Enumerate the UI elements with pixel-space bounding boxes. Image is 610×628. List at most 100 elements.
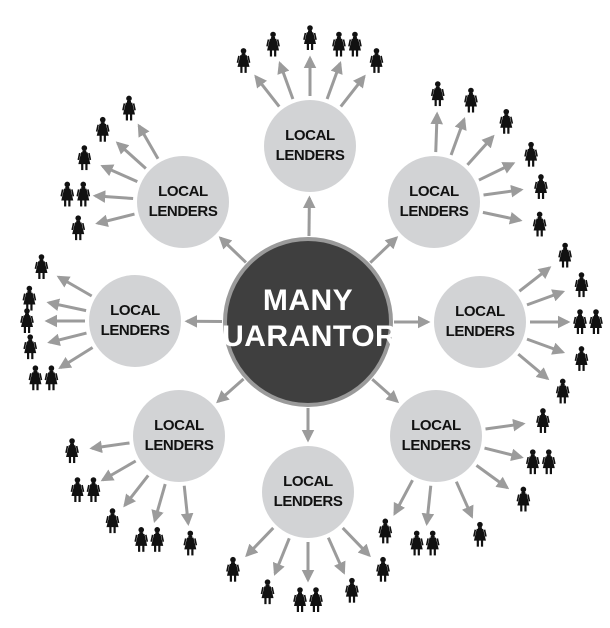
arrow-icon xyxy=(371,378,400,404)
person-icon xyxy=(76,181,91,207)
lender-circle xyxy=(262,446,354,538)
person-icon xyxy=(105,508,120,534)
person-icon xyxy=(266,31,280,57)
arrow-icon xyxy=(449,116,467,156)
lender-label-line2: LENDERS xyxy=(274,493,343,510)
person-icon xyxy=(532,211,547,237)
arrow-icon xyxy=(115,141,147,170)
person-icon xyxy=(541,449,556,475)
lender-label-line1: LOCAL xyxy=(411,417,461,434)
lender-label-line1: LOCAL xyxy=(409,183,459,200)
lender-label-line1: LOCAL xyxy=(158,183,208,200)
arrow-icon xyxy=(421,485,435,527)
arrow-icon xyxy=(341,526,371,558)
lender-circle xyxy=(133,390,225,482)
arrow-icon xyxy=(393,479,414,516)
person-icon xyxy=(525,449,540,475)
lender-label-line1: LOCAL xyxy=(455,303,505,320)
arrow-icon xyxy=(484,446,524,461)
arrow-icon xyxy=(466,134,495,166)
local-lenders: LOCAL LENDERS LOCAL LENDERS LOCAL LENDER… xyxy=(89,100,526,538)
arrow-icon xyxy=(95,212,135,227)
person-icon xyxy=(65,438,79,464)
lender-label-line1: LOCAL xyxy=(283,473,333,490)
person-icon xyxy=(44,365,59,391)
arrow-icon xyxy=(92,190,134,203)
arrow-icon xyxy=(89,440,130,454)
person-icon xyxy=(348,31,362,57)
person-icon xyxy=(534,174,548,199)
lender-label-line2: LENDERS xyxy=(446,323,515,340)
person-icon xyxy=(70,477,85,502)
lender-label-line2: LENDERS xyxy=(402,437,471,454)
lender-node-right: LOCAL LENDERS xyxy=(434,276,526,368)
arrow-icon xyxy=(485,418,526,432)
arrow-icon xyxy=(526,289,566,307)
arrow-icon xyxy=(325,60,343,100)
lender-node-top-left: LOCAL LENDERS xyxy=(137,156,229,248)
lender-label-line2: LENDERS xyxy=(149,203,218,220)
arrow-icon xyxy=(180,485,194,527)
person-icon xyxy=(473,521,487,547)
lender-node-bottom-left: LOCAL LENDERS xyxy=(133,390,225,482)
person-icon xyxy=(589,309,603,334)
guarantors-node: MANY GUARANTORS xyxy=(198,237,417,407)
person-icon xyxy=(122,95,136,121)
guarantors-label-line1: MANY xyxy=(263,284,353,317)
person-icon xyxy=(378,518,393,544)
person-icon xyxy=(369,48,384,73)
arrow-icon xyxy=(475,464,510,490)
lender-circle xyxy=(89,275,181,367)
arrow-icon xyxy=(478,162,516,182)
person-icon xyxy=(71,215,86,241)
guarantors-circle xyxy=(223,237,393,407)
lender-node-bottom-right: LOCAL LENDERS xyxy=(390,390,482,482)
person-icon xyxy=(60,181,75,207)
arrows xyxy=(44,55,571,583)
lender-node-bottom: LOCAL LENDERS xyxy=(262,446,354,538)
person-icon xyxy=(332,31,346,57)
person-icon xyxy=(226,556,240,582)
arrow-icon xyxy=(100,459,137,482)
person-icon xyxy=(573,309,587,334)
lender-label-line2: LENDERS xyxy=(101,322,170,339)
person-icon xyxy=(95,116,110,142)
person-icon xyxy=(28,365,43,391)
arrow-icon xyxy=(454,481,474,519)
lender-circle xyxy=(390,390,482,482)
person-icon xyxy=(22,285,37,311)
lender-label-line2: LENDERS xyxy=(276,147,345,164)
person-icon xyxy=(20,308,34,333)
lender-label-line1: LOCAL xyxy=(285,127,335,144)
person-icon xyxy=(464,87,478,113)
person-icon xyxy=(430,81,445,107)
lender-label-line1: LOCAL xyxy=(110,302,160,319)
arrow-icon xyxy=(137,123,160,160)
person-icon xyxy=(77,145,92,171)
person-icon xyxy=(574,346,589,371)
lender-node-top: LOCAL LENDERS xyxy=(264,100,356,192)
arrow-icon xyxy=(482,210,523,225)
arrow-icon xyxy=(58,346,94,369)
lender-node-top-right: LOCAL LENDERS xyxy=(388,156,480,248)
arrow-icon xyxy=(216,377,245,404)
person-icon xyxy=(23,334,38,360)
lender-label-line1: LOCAL xyxy=(154,417,204,434)
person-icon xyxy=(409,530,424,556)
person-icon xyxy=(516,486,531,512)
person-icon xyxy=(260,579,275,605)
person-icon xyxy=(558,242,572,268)
person-icon xyxy=(574,272,589,298)
lender-node-left: LOCAL LENDERS xyxy=(89,275,181,367)
arrow-icon xyxy=(100,164,138,184)
person-icon xyxy=(376,556,390,582)
person-icon xyxy=(524,141,538,167)
lender-label-line2: LENDERS xyxy=(145,437,214,454)
arrow-icon xyxy=(245,526,275,558)
arrow-icon xyxy=(526,337,566,355)
person-icon xyxy=(425,530,440,556)
lender-circle xyxy=(434,276,526,368)
person-icon xyxy=(536,408,550,433)
arrow-icon xyxy=(218,236,247,264)
